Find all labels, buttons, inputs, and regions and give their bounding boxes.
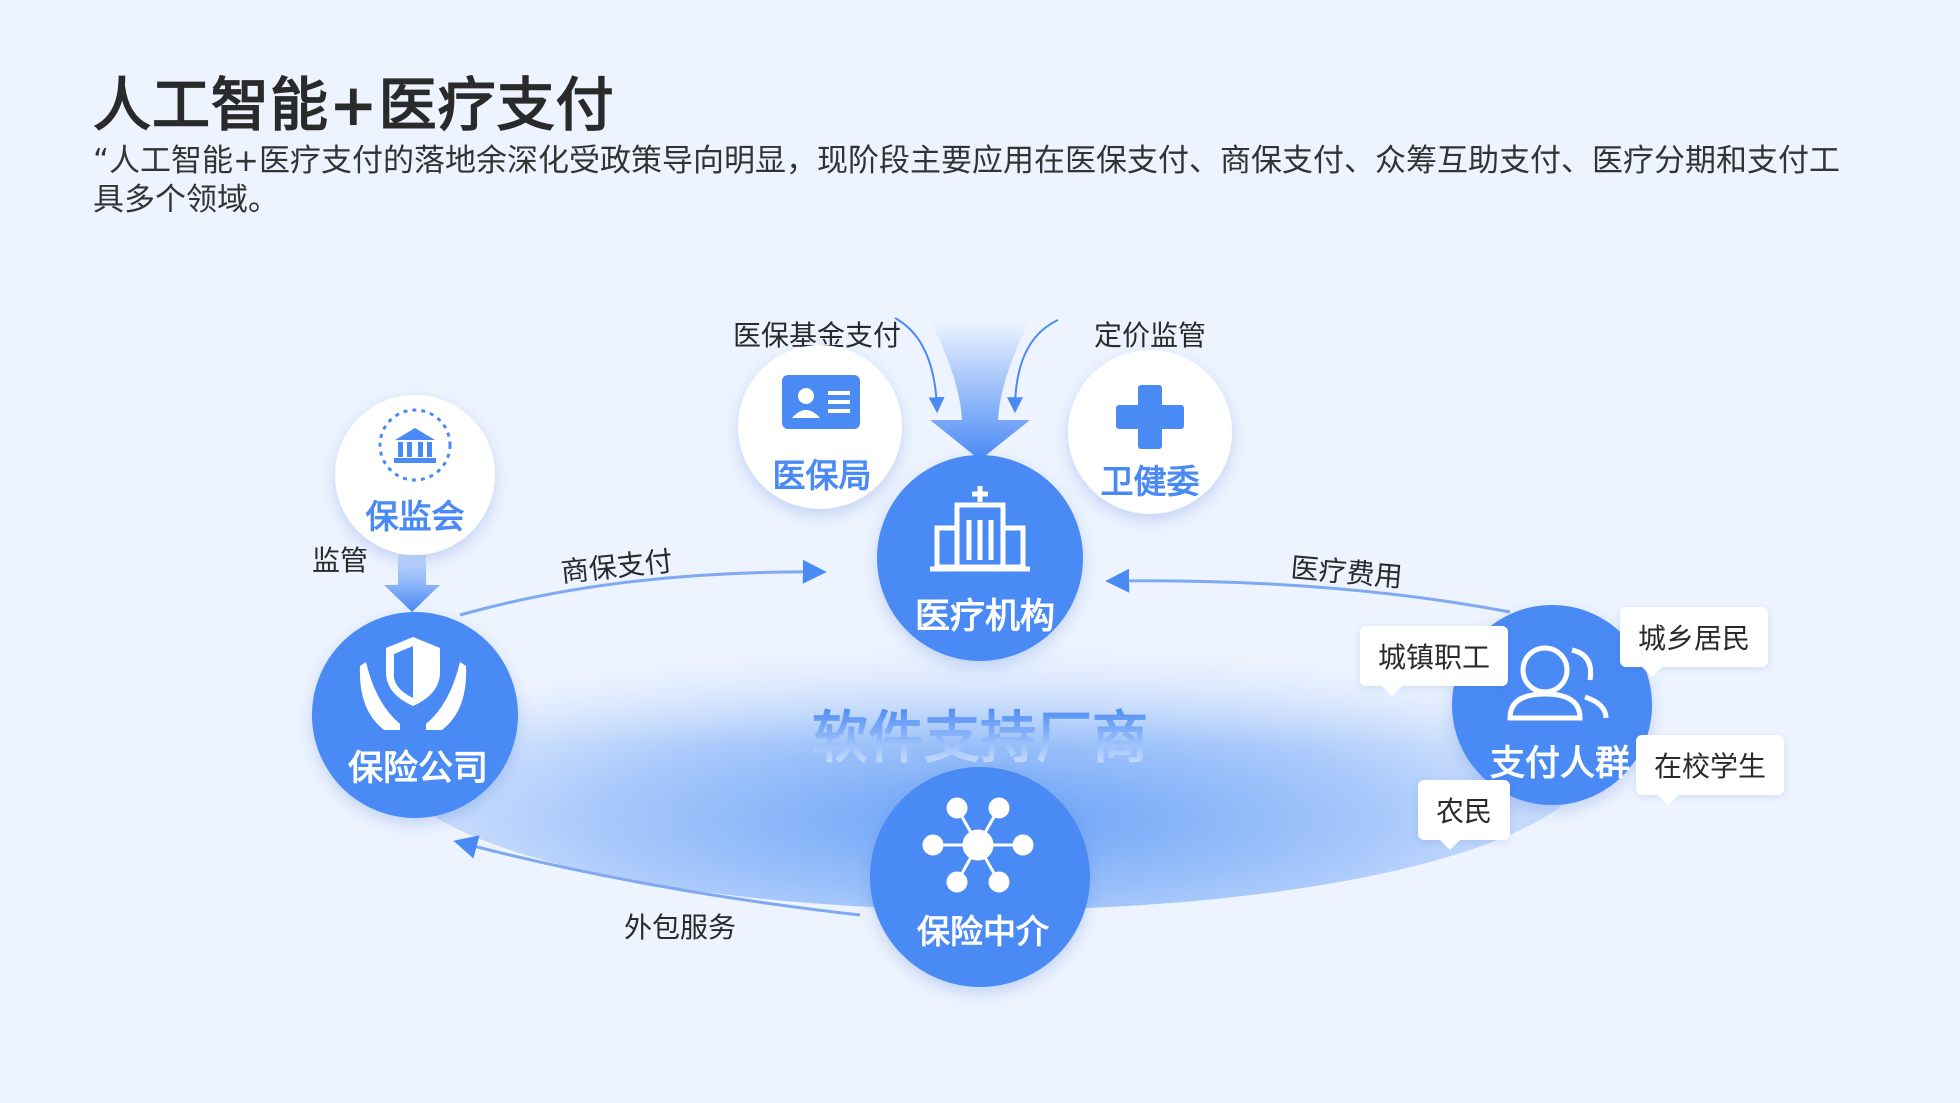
node-label-insurance-company: 保险公司 — [348, 749, 488, 789]
id-card-icon — [782, 375, 860, 429]
payer-group-bubble: 农民 — [1418, 780, 1511, 850]
outsourcing-edge — [453, 835, 861, 917]
edge-label-outsourcing: 外包服务 — [624, 911, 736, 944]
edge-label-commercial-payment: 商保支付 — [559, 544, 674, 589]
node-label-regulator: 保监会 — [366, 497, 465, 536]
commercial-payment-edge — [459, 559, 827, 617]
funnel-arrow — [930, 320, 1030, 460]
node-label-medical-institution: 医疗机构 — [915, 597, 1055, 637]
supervision-arrow — [384, 555, 440, 612]
people-icon — [1507, 645, 1609, 721]
node-regulator — [335, 395, 495, 555]
page-title: 人工智能+医疗支付 — [93, 71, 615, 139]
center-label: 软件支持厂商 — [812, 706, 1148, 771]
node-label-insurance-bureau: 医保局 — [773, 456, 872, 495]
shield-hands-icon — [359, 637, 467, 730]
payer-group-bubble: 城乡居民 — [1620, 607, 1769, 677]
fund-payment-arrow — [894, 317, 945, 414]
node-label-insurance-intermediary: 保险中介 — [917, 912, 1050, 951]
edge-label-supervision: 监管 — [312, 544, 368, 577]
network-icon — [922, 797, 1034, 893]
node-label-payers: 支付人群 — [1490, 744, 1630, 784]
hospital-icon — [930, 486, 1030, 572]
node-insurance-intermediary — [870, 767, 1090, 987]
medical-fees-edge — [1105, 568, 1511, 614]
payer-group-bubble: 在校学生 — [1636, 735, 1785, 805]
payer-group-bubble: 城镇职工 — [1360, 626, 1509, 696]
page-subtitle: “人工智能+医疗支付的落地余深化受政策导向明显，现阶段主要应用在医保支付、商保支… — [93, 143, 1841, 218]
node-label-health-commission: 卫健委 — [1101, 462, 1200, 501]
edge-label-pricing: 定价监管 — [1094, 319, 1206, 352]
plus-icon — [1116, 385, 1184, 449]
node-insurance-company — [312, 612, 518, 818]
pricing-arrow — [1007, 319, 1059, 414]
bank-icon — [378, 408, 452, 482]
